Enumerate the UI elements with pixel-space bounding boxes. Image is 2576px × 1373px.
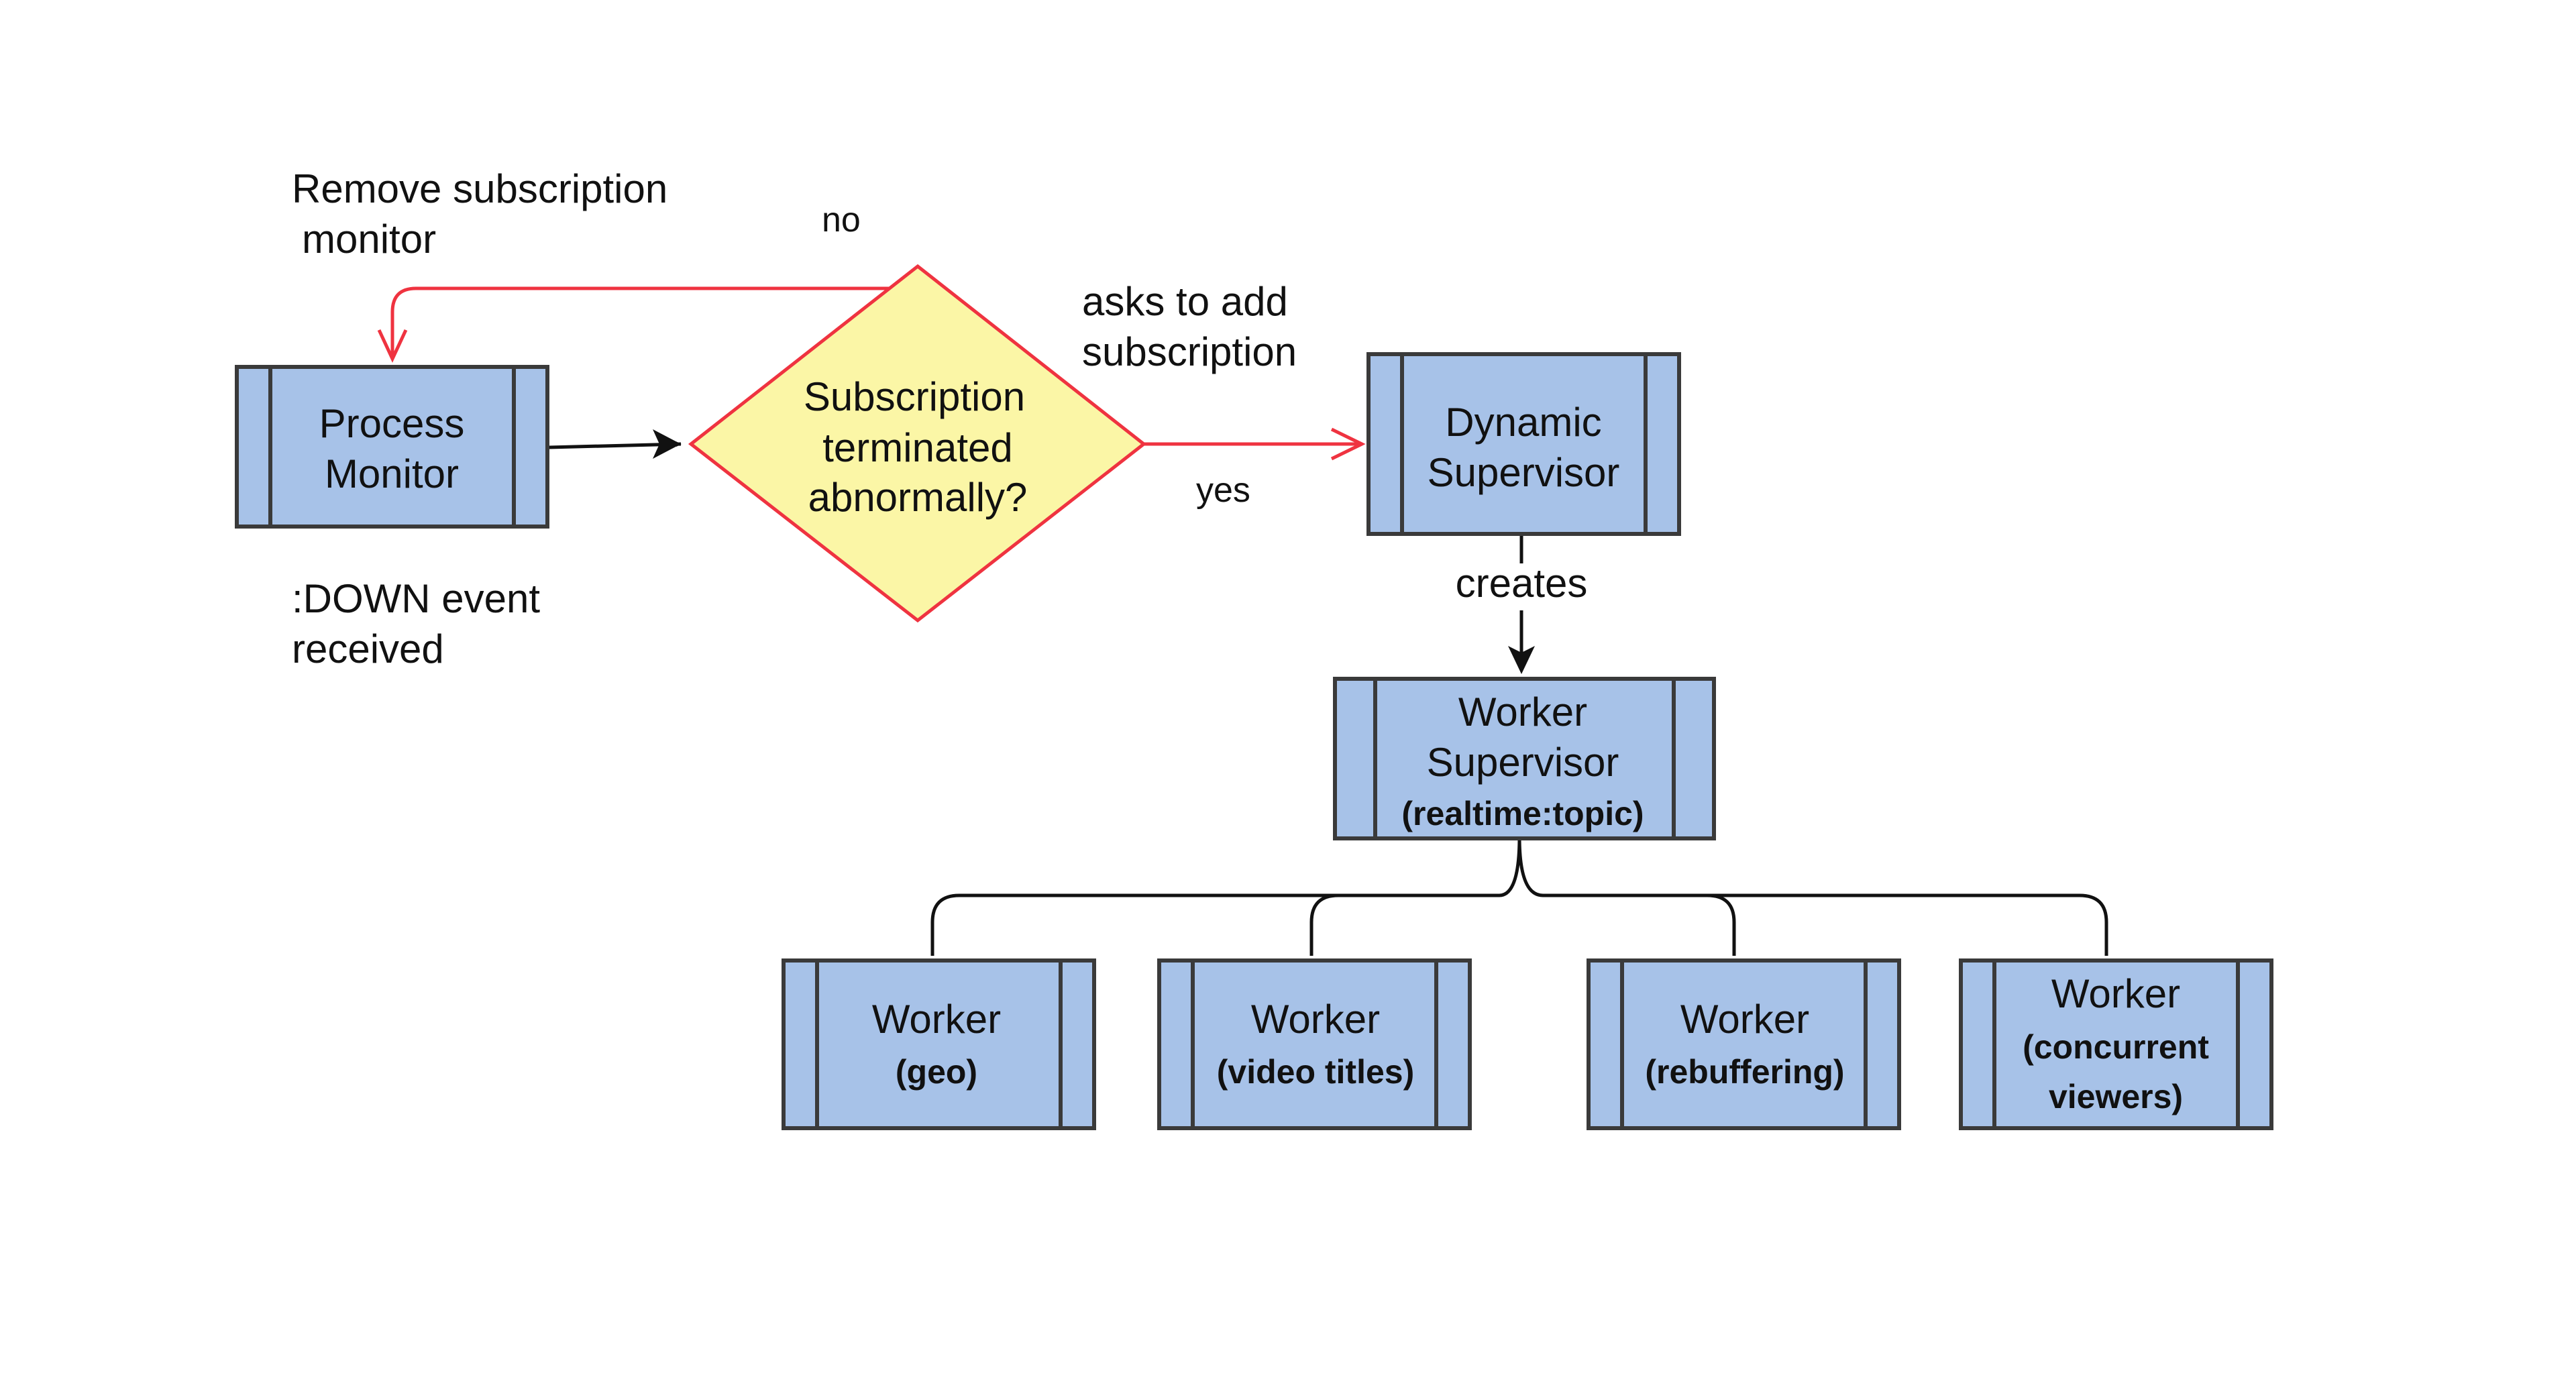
edge-worker-tree	[930, 836, 2108, 956]
edge-monitor-to-decision	[548, 441, 682, 449]
creates-label: creates	[1456, 561, 1588, 606]
decision-label-2: terminated	[822, 425, 1012, 470]
edge-no-to-process-monitor	[390, 286, 892, 359]
process-monitor-label-1: Process	[319, 401, 465, 446]
worker-video-titles-label-2: (video titles)	[1217, 1053, 1414, 1091]
worker-supervisor-label-2: Supervisor	[1427, 740, 1619, 785]
arrowhead-no	[377, 329, 408, 363]
worker-rebuffering-label-2: (rebuffering)	[1645, 1053, 1844, 1091]
process-monitor-node: Process Monitor	[235, 365, 549, 529]
worker-video-titles-node: Worker (video titles)	[1157, 958, 1472, 1130]
worker-concurrent-viewers-node: Worker (concurrent viewers)	[1959, 958, 2273, 1130]
asks-to-add-label-1: asks to add	[1082, 279, 1288, 324]
asks-to-add-label-2: subscription	[1082, 329, 1297, 374]
dynamic-supervisor-node: Dynamic Supervisor	[1366, 352, 1681, 536]
worker-geo-node: Worker (geo)	[782, 958, 1096, 1130]
worker-concurrent-viewers-label-2: (concurrent	[2023, 1028, 2209, 1066]
worker-supervisor-label-1: Worker	[1458, 690, 1587, 734]
decision-label-1: Subscription	[804, 374, 1025, 419]
remove-subscription-label-2: monitor	[302, 217, 436, 262]
arrowhead-creates	[1508, 646, 1535, 674]
down-event-label-1: :DOWN event	[292, 576, 540, 621]
worker-concurrent-viewers-label-1: Worker	[2051, 971, 2180, 1016]
worker-supervisor-label-3: (realtime:topic)	[1401, 795, 1644, 832]
dynamic-supervisor-label-1: Dynamic	[1445, 400, 1601, 445]
yes-label: yes	[1196, 471, 1250, 510]
worker-geo-label-2: (geo)	[896, 1053, 977, 1091]
worker-concurrent-viewers-label-3: viewers)	[2049, 1078, 2183, 1115]
worker-video-titles-label-1: Worker	[1251, 997, 1380, 1042]
no-label: no	[822, 201, 861, 239]
process-monitor-label-2: Monitor	[325, 451, 459, 496]
worker-supervisor-node: Worker Supervisor (realtime:topic)	[1333, 677, 1716, 840]
decision-node: Subscription terminated abnormally?	[688, 264, 1147, 623]
arrowhead-monitor-to-decision	[653, 429, 681, 459]
dynamic-supervisor-label-2: Supervisor	[1428, 450, 1620, 495]
decision-label-3: abnormally?	[808, 475, 1028, 520]
worker-rebuffering-label-1: Worker	[1680, 997, 1809, 1042]
worker-rebuffering-node: Worker (rebuffering)	[1587, 958, 1901, 1130]
arrowhead-yes	[1330, 427, 1366, 461]
worker-geo-label-1: Worker	[872, 997, 1001, 1042]
remove-subscription-label-1: Remove subscription	[292, 166, 667, 211]
down-event-label-2: received	[292, 626, 444, 671]
